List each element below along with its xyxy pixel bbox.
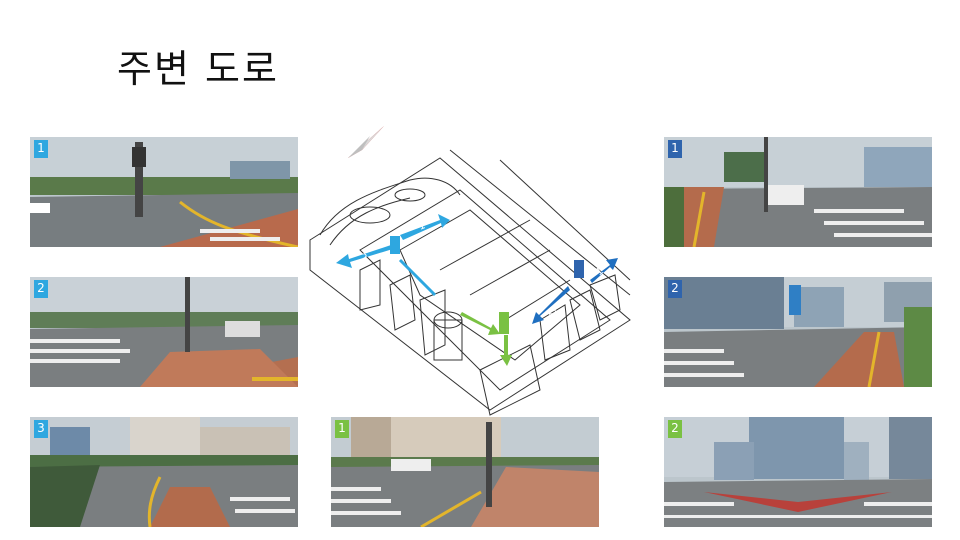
photo-number-badge: 1	[34, 140, 48, 158]
street-photo-right-2: 2	[664, 277, 932, 387]
street-photo-image	[30, 417, 298, 527]
street-photo-center-1: 1	[331, 417, 599, 527]
arrow-label: 1	[594, 266, 606, 279]
arrow-label: 1	[417, 220, 427, 233]
street-photo-image	[30, 137, 298, 247]
road-arrow-left-1: 1	[400, 214, 450, 240]
viewpoint-marker-icon	[390, 236, 400, 254]
arrow-label: 2	[359, 252, 368, 264]
street-photo-image	[664, 137, 932, 247]
street-photo-right-1: 1	[664, 137, 932, 247]
site-map-drawing: 1 2 1 2	[309, 126, 631, 416]
photo-number-badge: 2	[668, 420, 682, 438]
street-photo-image	[331, 417, 599, 527]
street-photo-left-3: 3	[30, 417, 298, 527]
north-compass-icon	[348, 126, 384, 158]
street-photo-image	[664, 277, 932, 387]
viewpoint-marker-icon	[574, 260, 584, 278]
site-axonometric-diagram: 1 2 1 2	[300, 120, 650, 420]
photo-number-badge: 1	[668, 140, 682, 158]
street-photo-right-3: 2	[664, 417, 932, 527]
road-arrow-left-2: 2	[336, 244, 396, 268]
arrow-label: 2	[546, 308, 559, 320]
photo-number-badge: 2	[34, 280, 48, 298]
photo-number-badge: 2	[668, 280, 682, 298]
road-arrow-right-1: 1	[590, 258, 618, 283]
street-photo-image	[30, 277, 298, 387]
photo-number-badge: 3	[34, 420, 48, 438]
street-photo-left-1: 1	[30, 137, 298, 247]
street-photo-left-2: 2	[30, 277, 298, 387]
road-arrow-right-2: 2	[532, 286, 570, 324]
road-arrow-left-3	[398, 258, 437, 297]
photo-number-badge: 1	[335, 420, 349, 438]
road-arrow-green	[460, 312, 512, 366]
street-photo-image	[664, 417, 932, 527]
page-title: 주변 도로	[117, 47, 279, 91]
